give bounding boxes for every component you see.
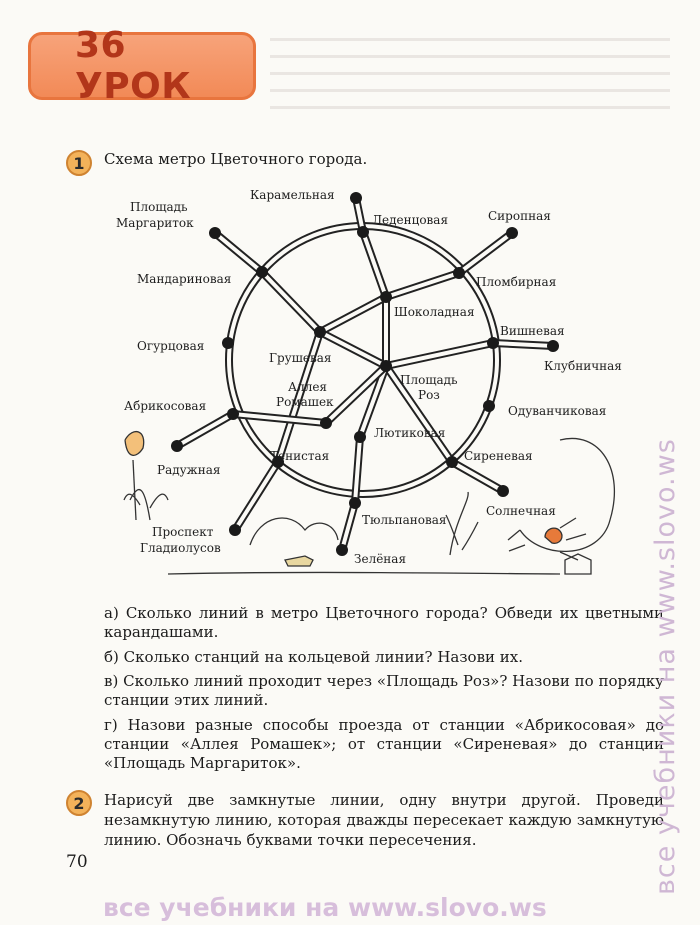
station-labels: Карамельная Площадь Маргариток Леденцова… <box>116 188 622 566</box>
station-oduvanchikovaya <box>483 400 495 412</box>
label-klubnichnaya: Клубничная <box>544 359 622 373</box>
label-ploshchad-roz-2: Роз <box>418 388 440 402</box>
station-shokoladnaya <box>380 291 392 303</box>
station-raduzhnaya <box>171 440 183 452</box>
watermark-bottom: все учебники на www.slovo.ws <box>103 893 547 922</box>
label-ploshchad-roz-1: Площадь <box>400 373 458 387</box>
question-c: в) Сколько линий проходит через «Площадь… <box>104 672 664 709</box>
label-ploshchad-margaritok-2: Маргариток <box>116 216 194 230</box>
station-tyulpanovaya <box>349 497 361 509</box>
line-siropnaya-gladiolusov-inner <box>233 231 514 532</box>
label-ledentsovaya: Леденцовая <box>372 213 448 227</box>
bleed-through-text <box>270 38 670 110</box>
line-margaritok-solnechnaya-inner <box>213 231 504 493</box>
label-tenistaya: Тенистая <box>270 449 329 463</box>
label-shokoladnaya: Шоколадная <box>394 305 475 319</box>
station-klubnichnaya <box>547 340 559 352</box>
station-alleya-romashek <box>320 417 332 429</box>
station-grushevaya <box>314 326 326 338</box>
question-a: а) Сколько линий в метро Цветочного горо… <box>104 604 664 641</box>
label-siropnaya: Сиропная <box>488 209 551 223</box>
label-plombirnaya: Пломбирная <box>476 275 556 289</box>
station-karamelnaya <box>350 192 362 204</box>
task-2-number: 2 <box>66 790 92 816</box>
label-alleya-romashek-1: Аллея <box>288 380 327 394</box>
label-abrikosovaya: Абрикосовая <box>124 399 206 413</box>
station-mandarinovaya <box>256 266 268 278</box>
task-1-number: 1 <box>66 150 92 176</box>
watermark-vertical: все учебники на www.slovo.ws <box>650 438 681 895</box>
station-solnechnaya <box>497 485 509 497</box>
label-ogurtsovaya: Огурцовая <box>137 339 204 353</box>
label-karamelnaya: Карамельная <box>250 188 335 202</box>
station-abrikosovaya <box>227 408 239 420</box>
question-d: г) Назови разные способы проезда от стан… <box>104 716 664 772</box>
station-ogurtsovaya <box>222 337 234 349</box>
station-lyutikovaya <box>354 431 366 443</box>
label-mandarinovaya: Мандариновая <box>137 272 231 286</box>
label-solnechnaya: Солнечная <box>486 504 556 518</box>
label-zelenaya: Зелёная <box>354 552 406 566</box>
label-alleya-romashek-2: Ромашек <box>276 395 334 409</box>
lesson-title: 36 УРОК <box>75 25 192 107</box>
station-vishnevaya <box>487 337 499 349</box>
station-tenistaya <box>272 456 284 468</box>
page-number: 70 <box>66 852 88 872</box>
label-ploshchad-margaritok-1: Площадь <box>130 200 188 214</box>
label-prospekt-gladiolusov-1: Проспект <box>152 525 214 539</box>
label-oduvanchikovaya: Одуванчиковая <box>508 404 606 418</box>
label-sirenevaya: Сиреневая <box>464 449 533 463</box>
station-zelenaya <box>336 544 348 556</box>
task-1-title: Схема метро Цветочного города. <box>104 150 368 168</box>
label-raduzhnaya: Радужная <box>157 463 220 477</box>
label-prospekt-gladiolusov-2: Гладиолусов <box>140 541 221 555</box>
station-siropnaya <box>506 227 518 239</box>
label-grushevaya: Грушевая <box>269 351 331 365</box>
lesson-badge: 36 УРОК <box>28 25 256 107</box>
line-klubnichnaya-raduzhnaya-inner <box>176 341 554 448</box>
station-ledentsovaya <box>357 226 369 238</box>
label-tyulpanovaya: Тюльпановая <box>362 513 446 527</box>
decor-drawings <box>123 430 615 575</box>
station-ploshchad-margaritok <box>209 227 221 239</box>
station-plombirnaya <box>453 267 465 279</box>
task-2-text: Нарисуй две замкнутые линии, одну внутри… <box>104 791 664 849</box>
label-vishnevaya: Вишневая <box>500 324 565 338</box>
metro-stations <box>171 192 559 556</box>
station-sirenevaya <box>446 456 458 468</box>
station-ploshchad-roz <box>380 360 392 372</box>
question-b: б) Сколько станций на кольцевой линии? Н… <box>104 648 524 666</box>
station-prospekt-gladiolusov <box>229 524 241 536</box>
label-lyutikovaya: Лютиковая <box>374 426 445 440</box>
